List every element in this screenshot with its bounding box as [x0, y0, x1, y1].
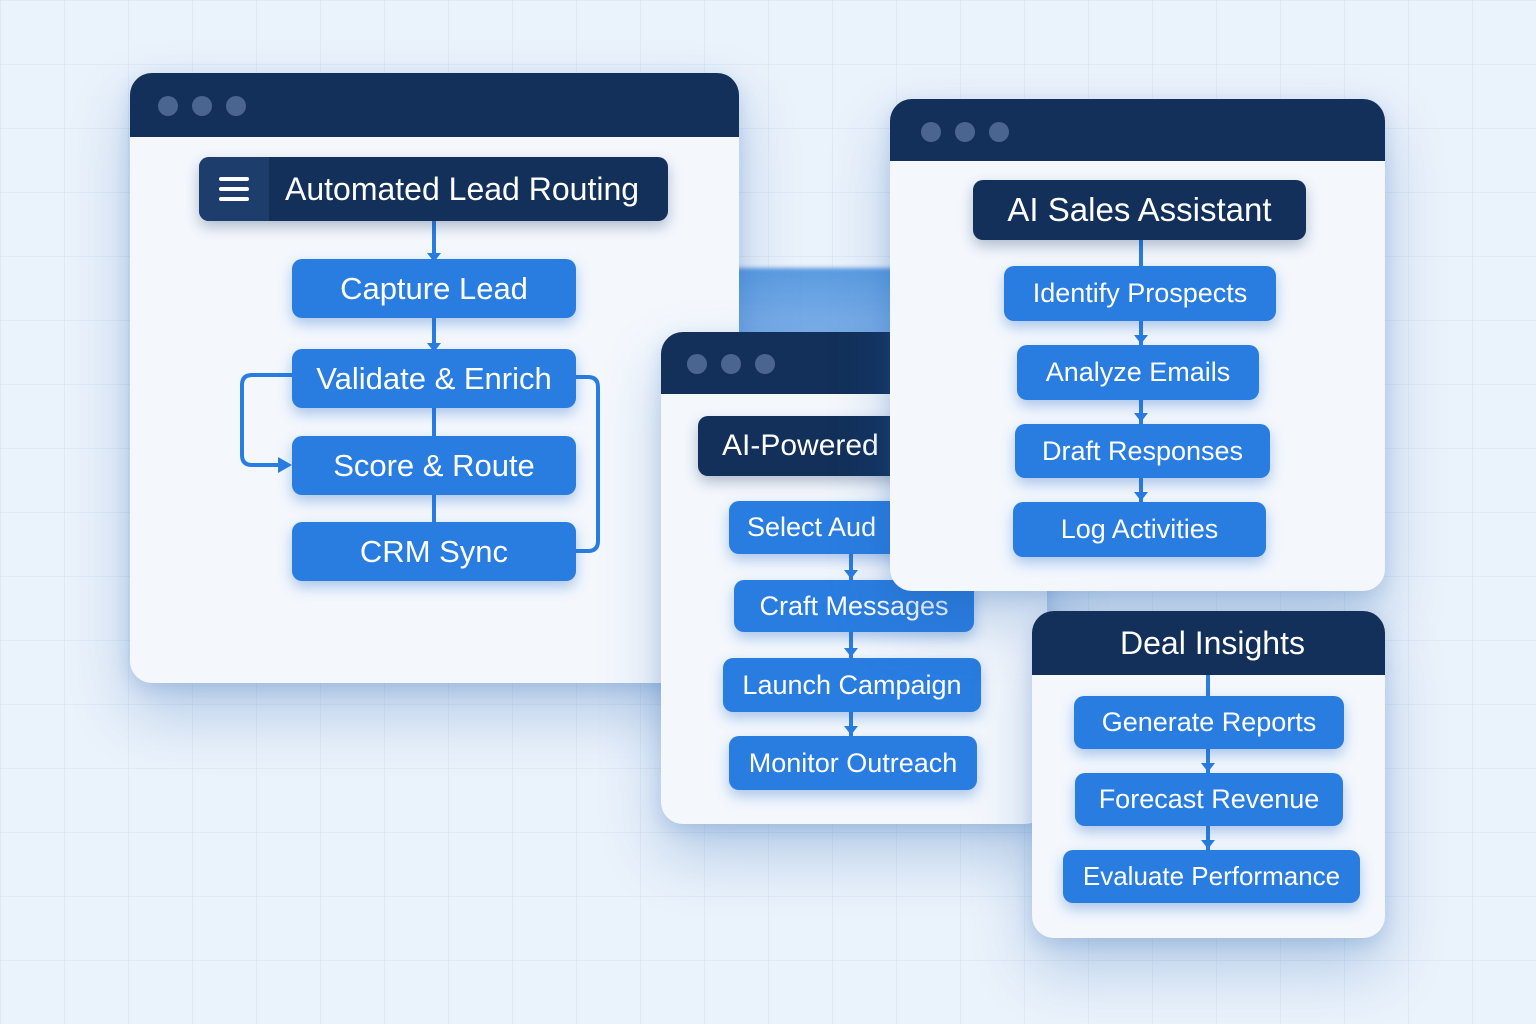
flow-arrow [1134, 413, 1148, 422]
flow-arrow [844, 648, 858, 657]
flow-connector [1139, 400, 1143, 424]
window-titlebar [890, 99, 1385, 161]
lead-routing-title[interactable]: Automated Lead Routing [199, 157, 668, 221]
step-capture-lead[interactable]: Capture Lead [292, 259, 576, 318]
window-dot[interactable] [955, 122, 975, 142]
window-dot[interactable] [226, 96, 246, 116]
window-dot[interactable] [687, 354, 707, 374]
flow-connector [432, 408, 436, 443]
window-title-text: AI Sales Assistant [1007, 191, 1272, 228]
loop-connector [240, 373, 600, 553]
step-crm-sync[interactable]: CRM Sync [292, 522, 576, 581]
sales-assistant-window: AI Sales Assistant Identify Prospects An… [890, 99, 1385, 591]
flow-connector [432, 495, 436, 530]
window-dot[interactable] [721, 354, 741, 374]
deal-insights-title[interactable]: Deal Insights [1120, 624, 1305, 661]
step-evaluate-performance[interactable]: Evaluate Performance [1063, 850, 1360, 903]
step-craft-messages[interactable]: Craft Messages [734, 580, 974, 632]
step-draft-responses[interactable]: Draft Responses [1015, 424, 1270, 478]
flow-arrow [1201, 840, 1215, 849]
flow-connector [432, 318, 436, 356]
flow-connector [1206, 826, 1210, 850]
flow-arrow [1201, 763, 1215, 772]
step-log-activities[interactable]: Log Activities [1013, 502, 1266, 557]
flow-arrow [844, 726, 858, 735]
flow-arrow [844, 570, 858, 579]
deal-insights-window: Deal Insights Generate Reports Forecast … [1032, 611, 1385, 938]
window-titlebar [130, 73, 739, 137]
window-titlebar: Deal Insights [1032, 611, 1385, 675]
step-monitor-outreach[interactable]: Monitor Outreach [729, 736, 977, 790]
flow-arrow [1134, 492, 1148, 501]
flow-arrow [1134, 335, 1148, 344]
step-launch-campaign[interactable]: Launch Campaign [723, 658, 981, 712]
flow-arrow [427, 343, 441, 352]
step-analyze-emails[interactable]: Analyze Emails [1017, 345, 1259, 400]
window-dot[interactable] [755, 354, 775, 374]
step-forecast-revenue[interactable]: Forecast Revenue [1075, 773, 1343, 826]
flow-connector [1139, 478, 1143, 502]
window-title-text: AI-Powered [722, 429, 879, 462]
flow-connector [849, 632, 853, 662]
sales-assistant-title[interactable]: AI Sales Assistant [973, 180, 1306, 240]
window-title-text: Automated Lead Routing [285, 170, 640, 207]
flow-connector [1206, 675, 1210, 697]
step-validate-enrich[interactable]: Validate & Enrich [292, 349, 576, 408]
flow-connector [1139, 240, 1143, 266]
window-dot[interactable] [921, 122, 941, 142]
menu-icon[interactable] [199, 157, 269, 221]
lead-routing-window: Automated Lead Routing Capture Lead Vali… [130, 73, 739, 683]
window-dot[interactable] [158, 96, 178, 116]
step-identify-prospects[interactable]: Identify Prospects [1004, 266, 1276, 321]
flow-arrow [427, 253, 441, 262]
step-generate-reports[interactable]: Generate Reports [1074, 696, 1344, 749]
window-dot[interactable] [192, 96, 212, 116]
flow-connector [1206, 749, 1210, 773]
flow-connector [432, 221, 436, 269]
window-dot[interactable] [989, 122, 1009, 142]
flow-connector [1139, 321, 1143, 345]
step-score-route[interactable]: Score & Route [292, 436, 576, 495]
